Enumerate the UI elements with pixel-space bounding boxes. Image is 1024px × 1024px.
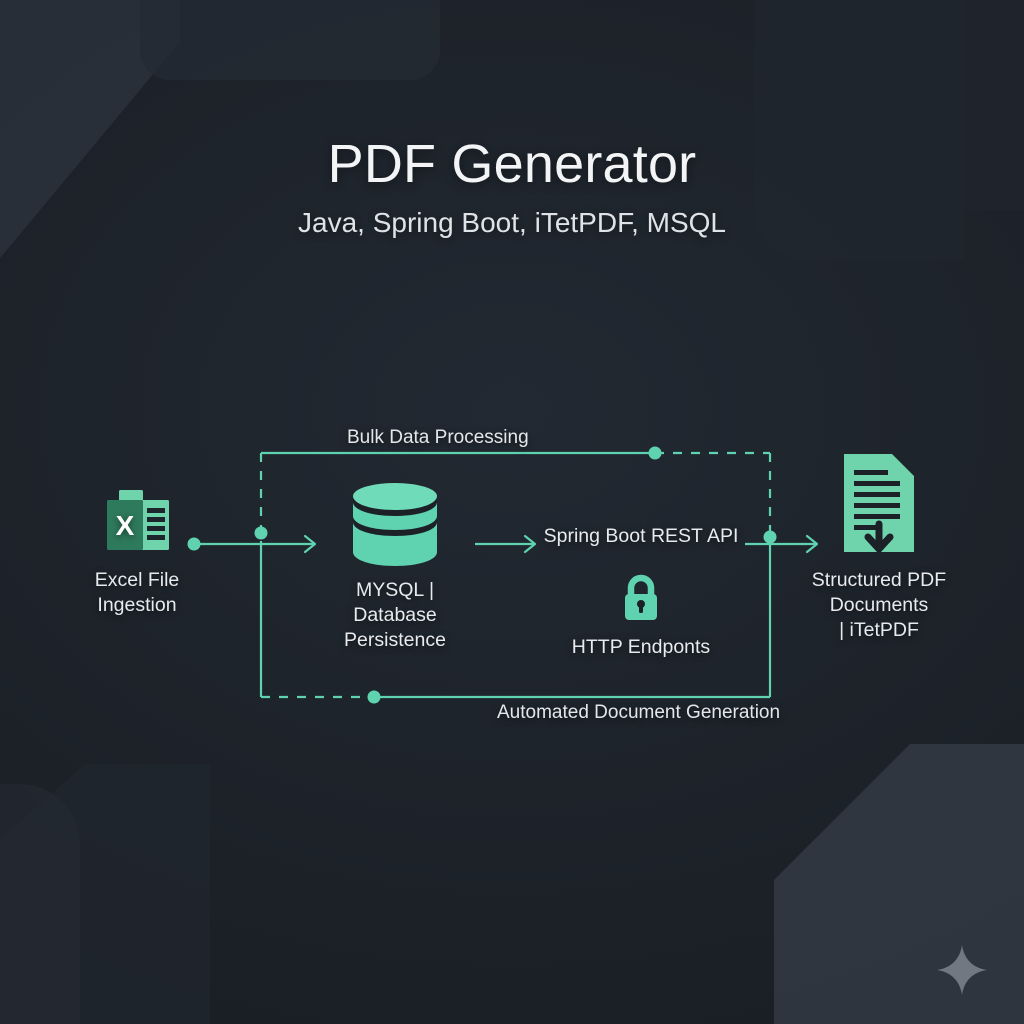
node-excel-file-ingestion[interactable]: X Excel File Ingestion [56,488,218,618]
connector-junction-dots [187,446,777,704]
junction-dot-excel-out [187,537,201,551]
flow-label-top: Bulk Data Processing [347,427,529,448]
arrowhead-api-to-pdf [805,534,819,554]
junction-dot-right-rail [763,530,777,544]
node-structured-pdf-documents[interactable]: Structured PDF Documents | iTetPDF [790,452,968,643]
node-database-label: MYSQL | Database Persistence [344,579,446,651]
database-cylinder-icon [353,483,437,566]
arrowhead-excel-to-db [303,534,317,554]
excel-file-icon: X [107,490,169,550]
page-subtitle: Java, Spring Boot, iTetPDF, MSQL [298,206,726,238]
sparkle-icon [937,945,987,995]
junction-dot-top-rail [648,446,662,460]
page-title: PDF Generator [327,134,697,194]
junction-dot-bottom-rail [367,690,381,704]
arrowhead-db-to-api [523,534,537,554]
header: PDF Generator Java, Spring Boot, iTetPDF… [0,136,1024,239]
junction-dot-left-rail [254,526,268,540]
flow-label-bottom: Automated Document Generation [497,702,781,723]
node-api-title: Spring Boot REST API [543,525,739,547]
node-pdf-label: Structured PDF Documents | iTetPDF [811,569,947,641]
node-spring-boot-rest-api[interactable]: Spring Boot REST API HTTP Endponts [528,524,754,660]
lock-icon [625,574,657,620]
node-api-label: HTTP Endponts [571,635,711,658]
pdf-document-download-icon [844,454,914,553]
svg-text:X: X [116,510,135,541]
node-mysql-database[interactable]: MYSQL | Database Persistence [312,482,478,653]
node-excel-label: Excel File Ingestion [94,569,180,616]
